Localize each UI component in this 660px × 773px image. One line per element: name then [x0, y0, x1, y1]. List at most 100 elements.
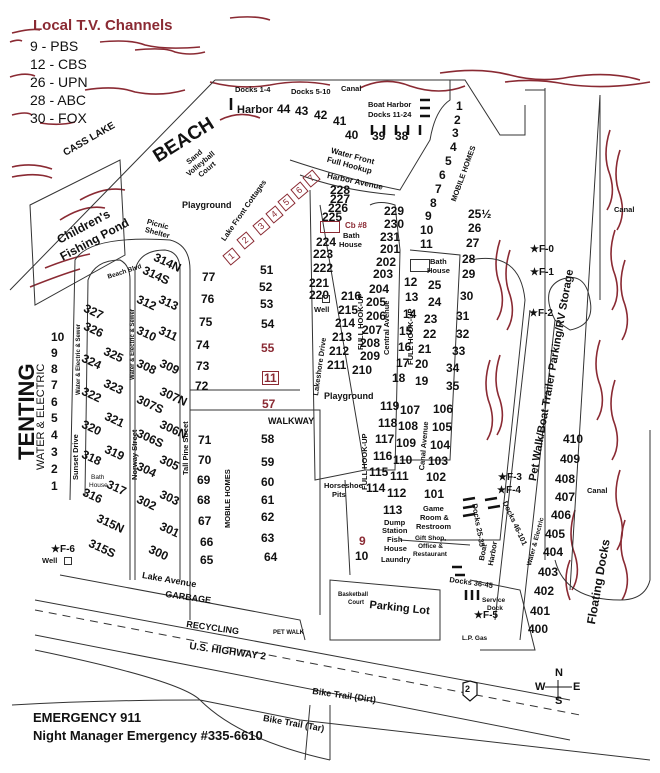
site[interactable]: 223	[313, 247, 334, 261]
site[interactable]: 5	[445, 154, 452, 168]
site[interactable]: 211	[327, 358, 347, 372]
site[interactable]: 66	[200, 535, 214, 549]
site[interactable]: 17	[396, 356, 410, 370]
site[interactable]: 4	[51, 428, 58, 442]
site[interactable]: 33	[452, 344, 466, 358]
site[interactable]: 30	[460, 289, 474, 303]
site[interactable]: 9	[425, 209, 432, 223]
site[interactable]: 210	[352, 363, 373, 377]
site[interactable]: 117	[375, 432, 395, 446]
site[interactable]: 205	[366, 295, 387, 309]
site[interactable]: 1	[51, 479, 58, 493]
site[interactable]: 1	[456, 99, 463, 113]
site[interactable]: 71	[198, 433, 212, 447]
site[interactable]: 2	[454, 113, 461, 127]
site[interactable]: 26	[468, 221, 482, 235]
site[interactable]: 407	[555, 490, 576, 504]
site[interactable]: 7	[51, 378, 58, 392]
site[interactable]: 227	[330, 192, 351, 206]
site[interactable]: 404	[543, 545, 564, 559]
site[interactable]: 114	[366, 481, 386, 495]
site[interactable]: 11	[262, 371, 279, 385]
site[interactable]: 77	[202, 270, 216, 284]
site[interactable]: 16	[398, 340, 412, 354]
site[interactable]: 18	[392, 371, 406, 385]
site[interactable]: 409	[560, 452, 581, 466]
site[interactable]: 201	[380, 242, 401, 256]
site[interactable]: 20	[415, 357, 429, 371]
site[interactable]: 204	[369, 282, 390, 296]
site[interactable]: 57	[262, 397, 276, 411]
site[interactable]: 58	[261, 432, 275, 446]
site[interactable]: 222	[313, 261, 334, 275]
site[interactable]: 107	[400, 403, 421, 417]
site[interactable]: 64	[264, 550, 278, 564]
site[interactable]: 405	[545, 527, 566, 541]
site[interactable]: 213	[332, 330, 353, 344]
site[interactable]: 202	[376, 255, 397, 269]
site[interactable]: 7	[435, 182, 442, 196]
site[interactable]: 118	[378, 416, 398, 430]
site[interactable]: 63	[261, 531, 275, 545]
site[interactable]: 410	[563, 432, 584, 446]
site[interactable]: 24	[428, 295, 442, 309]
site[interactable]: 5	[51, 411, 58, 425]
site[interactable]: 403	[538, 565, 559, 579]
site[interactable]: 73	[196, 359, 210, 373]
site[interactable]: 116	[373, 449, 393, 463]
site[interactable]: 59	[261, 455, 275, 469]
site[interactable]: 72	[195, 379, 209, 393]
site[interactable]: 61	[261, 493, 275, 507]
site[interactable]: 10	[355, 549, 369, 563]
site[interactable]: 62	[261, 510, 275, 524]
site[interactable]: 11	[420, 237, 433, 251]
site[interactable]: 115	[369, 465, 389, 479]
site[interactable]: 10	[420, 223, 434, 237]
site[interactable]: 206	[366, 309, 387, 323]
site[interactable]: 54	[261, 317, 275, 331]
site[interactable]: 106	[433, 402, 454, 416]
site[interactable]: 209	[360, 349, 381, 363]
site[interactable]: 76	[201, 292, 215, 306]
site[interactable]: 51	[260, 263, 274, 277]
site[interactable]: 225	[322, 210, 343, 224]
site[interactable]: 8	[51, 362, 58, 376]
site[interactable]: 10	[51, 330, 65, 344]
site[interactable]: 111	[390, 469, 409, 483]
site[interactable]: 230	[384, 217, 405, 231]
site[interactable]: 214	[335, 316, 356, 330]
site[interactable]: 6	[51, 395, 58, 409]
site[interactable]: 224	[316, 235, 337, 249]
site[interactable]: 32	[456, 327, 470, 341]
site[interactable]: 406	[551, 508, 572, 522]
site[interactable]: 221	[309, 276, 330, 290]
site[interactable]: 69	[197, 473, 211, 487]
site[interactable]: 14	[403, 307, 417, 321]
site[interactable]: 41	[333, 114, 347, 128]
site[interactable]: 215	[338, 303, 359, 317]
site[interactable]: 31	[456, 309, 470, 323]
site[interactable]: 75	[199, 315, 213, 329]
site[interactable]: 208	[360, 336, 381, 350]
site[interactable]: 39	[372, 129, 386, 143]
site[interactable]: 2	[51, 462, 58, 476]
site[interactable]: 113	[383, 503, 403, 517]
site[interactable]: 103	[428, 454, 449, 468]
site[interactable]: 104	[430, 438, 451, 452]
site[interactable]: 408	[555, 472, 576, 486]
site[interactable]: 28	[462, 252, 476, 266]
site[interactable]: 67	[198, 514, 212, 528]
site[interactable]: 21	[418, 342, 432, 356]
site[interactable]: 23	[424, 312, 438, 326]
site[interactable]: 29	[462, 267, 476, 281]
site[interactable]: 4	[450, 140, 457, 154]
site[interactable]: 55	[261, 341, 275, 355]
site[interactable]: 52	[259, 280, 273, 294]
site[interactable]: 19	[415, 374, 429, 388]
site[interactable]: 229	[384, 204, 405, 218]
site[interactable]: 400	[528, 622, 549, 636]
site[interactable]: 27	[466, 236, 480, 250]
site[interactable]: 220	[309, 288, 330, 302]
site[interactable]: 3	[51, 445, 58, 459]
site[interactable]: 44	[277, 102, 291, 116]
